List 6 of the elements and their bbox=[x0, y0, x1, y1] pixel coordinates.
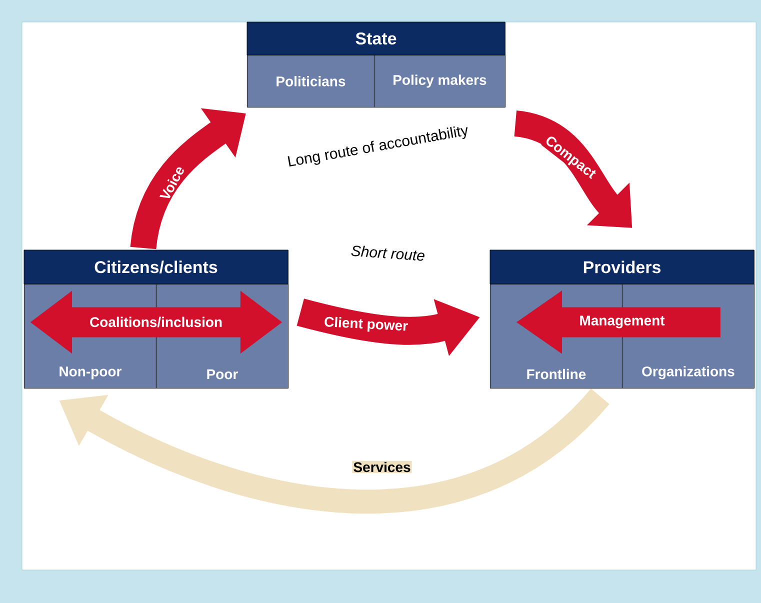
edge-label: Services bbox=[352, 460, 412, 474]
cell: Policy makers bbox=[374, 55, 506, 108]
route-label: Short route bbox=[351, 246, 424, 261]
route-label: Long route of accountability bbox=[288, 126, 468, 167]
edge-label: Client power bbox=[322, 315, 410, 335]
cell: Politicians bbox=[247, 55, 374, 108]
